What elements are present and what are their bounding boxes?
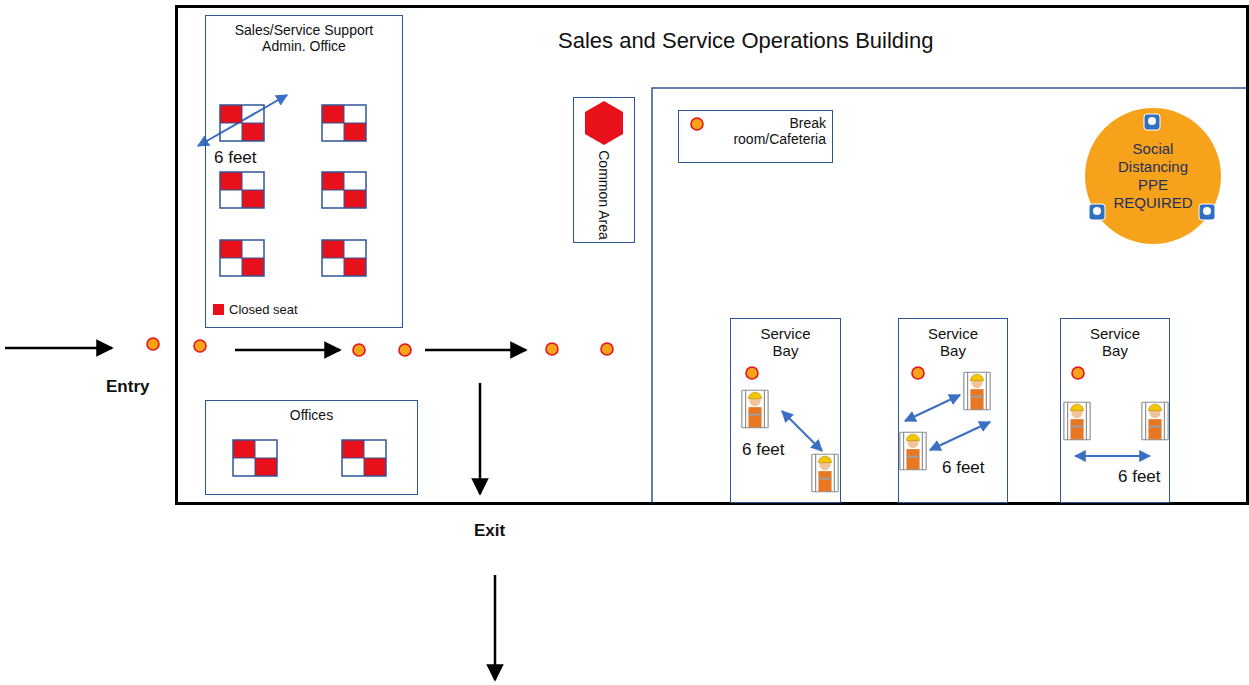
legend-item: Closed seat (213, 302, 298, 317)
desk-symbol (322, 172, 366, 208)
desk-symbol (342, 440, 386, 476)
station-dot (1072, 367, 1084, 379)
station-dots (147, 118, 1084, 379)
building-outline: Sales and Service Operations Building Sal… (175, 5, 1249, 505)
desk-symbol (322, 105, 366, 141)
offices-box: Offices (205, 400, 418, 495)
station-dot (746, 367, 758, 379)
station-dot (147, 338, 159, 350)
room-label: Service Bay (751, 319, 821, 359)
worker-icons (740, 370, 1170, 493)
hexagon-symbol (585, 101, 623, 145)
station-dot (399, 344, 411, 356)
station-dot (546, 343, 558, 355)
dimension-label: 6 feet (212, 148, 259, 168)
station-dot (691, 118, 703, 130)
admin-office-box: Sales/Service Support Admin. Office (205, 15, 403, 328)
dimension-label: 6 feet (740, 440, 787, 460)
legend-text: Closed seat (229, 302, 298, 317)
room-label: Sales/Service Support Admin. Office (206, 16, 402, 54)
legend-swatch (213, 304, 224, 315)
dimension-label: 6 feet (940, 458, 987, 478)
room-label: Common Area (596, 150, 612, 239)
ppe-sign: Social Distancing PPE REQUIRED (1085, 108, 1221, 244)
building-title: Sales and Service Operations Building (558, 28, 933, 54)
break-room-box: Break room/Cafeteria (678, 110, 833, 163)
work-area-outline (652, 88, 1249, 503)
station-dot (601, 343, 613, 355)
desk-symbol (233, 440, 277, 476)
station-dot (912, 367, 924, 379)
room-label: Service Bay (918, 319, 988, 359)
station-dot (194, 340, 206, 352)
room-label: Service Bay (1080, 319, 1150, 359)
desk-symbol (220, 172, 264, 208)
desk-symbol (220, 105, 264, 141)
desk-symbol (322, 240, 366, 276)
entry-label: Entry (104, 377, 151, 397)
dimension-label: 6 feet (1116, 467, 1163, 487)
room-label: Offices (206, 401, 417, 423)
room-label: Break room/Cafeteria (679, 111, 832, 147)
service-bay-box: Service Bay (730, 318, 841, 503)
sign-text: Social Distancing PPE REQUIRED (1107, 140, 1199, 212)
exit-label: Exit (472, 521, 507, 541)
station-dot (353, 344, 365, 356)
flow-arrows (5, 348, 526, 680)
desk-symbol (220, 240, 264, 276)
common-area-box: Common Area (573, 97, 635, 243)
